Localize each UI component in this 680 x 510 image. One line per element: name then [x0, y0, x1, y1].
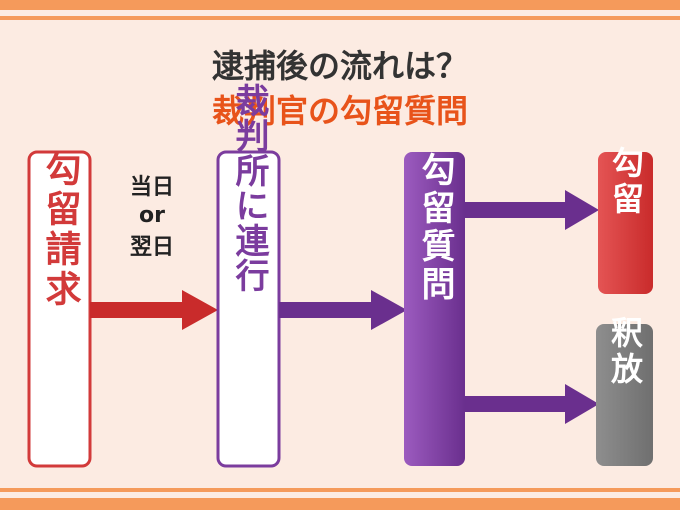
timing-label-2: or [139, 203, 165, 228]
timing-label-3: 翌日 [130, 235, 174, 260]
arrow-request-to-transfer-head [182, 290, 218, 330]
top-stripe-thin [0, 16, 680, 20]
detention-box [598, 152, 653, 294]
release-box [596, 324, 653, 466]
question-box [404, 152, 465, 466]
title-line2: 裁判官の勾留質問 [212, 92, 468, 130]
arrow-transfer-to-question-shaft [279, 302, 373, 318]
transfer-box-label: 裁判所に連行 [229, 83, 269, 293]
title-line1: 逮捕後の流れは？ [212, 47, 468, 85]
arrow-question-to-release-head [565, 384, 599, 424]
release-box-label: 釈放 [606, 316, 644, 388]
arrow-question-to-release-shaft [465, 396, 567, 412]
arrow-transfer-to-question-head [371, 290, 407, 330]
arrow-question-to-detention-shaft [465, 202, 567, 218]
detention-box-label: 勾留 [607, 146, 645, 218]
top-stripe-thick [0, 0, 680, 10]
arrow-request-to-transfer-shaft [90, 302, 184, 318]
timing-label-1: 当日 [130, 175, 174, 200]
bottom-stripe-thick [0, 498, 680, 510]
arrow-question-to-detention-head [565, 190, 599, 230]
question-box-label: 勾留質問 [415, 152, 455, 304]
request-box-label: 勾留請求 [40, 150, 82, 310]
bottom-stripe-thin [0, 488, 680, 492]
